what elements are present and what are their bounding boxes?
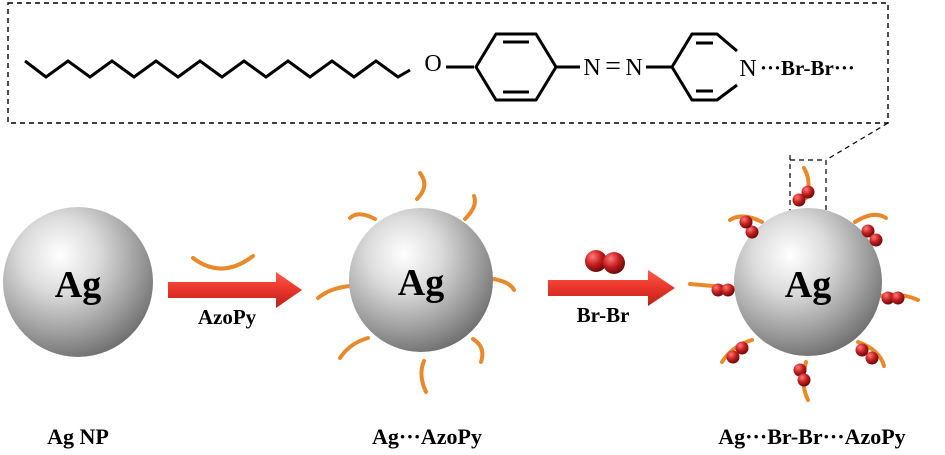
particle-ag-azopy: Ag — [316, 171, 516, 394]
silver-sphere — [349, 208, 493, 352]
inset-dashed-box — [7, 2, 889, 124]
particle-core-label: Ag — [55, 264, 101, 306]
azo-nitrogen-2: N — [625, 55, 642, 81]
bromine-molecule-icon — [585, 250, 625, 274]
azo-double-bond: = — [605, 51, 621, 82]
particle-caption: Ag NP — [47, 424, 109, 449]
arrow-shape — [168, 272, 302, 308]
silver-sphere — [3, 207, 153, 357]
reagent-label: AzoPy — [198, 305, 257, 329]
reaction-arrow-1: AzoPy — [168, 254, 302, 329]
particle-caption: Ag···Br-Br···AzoPy — [718, 424, 905, 449]
particle-ag-br-azopy: Ag — [688, 166, 920, 402]
ligand-reagent-icon — [191, 254, 255, 271]
benzene-ring — [474, 32, 558, 102]
halogen-bond-label: ···Br-Br··· — [760, 56, 855, 80]
reaction-arrow-2: Br-Br — [548, 250, 675, 327]
particle-caption: Ag···AzoPy — [372, 424, 482, 449]
pyridine-ring — [670, 32, 738, 102]
arrow-shape — [548, 270, 675, 306]
alkyl-chain — [24, 59, 411, 79]
bromine-atoms — [711, 185, 905, 387]
oxygen-atom: O — [424, 51, 441, 77]
ligand-tails — [316, 171, 516, 394]
reagent-label: Br-Br — [577, 303, 630, 327]
particle-ag-np: Ag — [3, 207, 153, 357]
inset-connector-right — [825, 122, 889, 161]
pyridine-nitrogen: N — [739, 56, 756, 82]
particle-core-label: Ag — [785, 264, 831, 306]
particle-core-label: Ag — [398, 262, 444, 304]
silver-sphere — [734, 208, 882, 356]
molecule-inset: O N = N N ···Br-Br··· — [7, 2, 889, 161]
azo-nitrogen-1: N — [583, 55, 600, 81]
